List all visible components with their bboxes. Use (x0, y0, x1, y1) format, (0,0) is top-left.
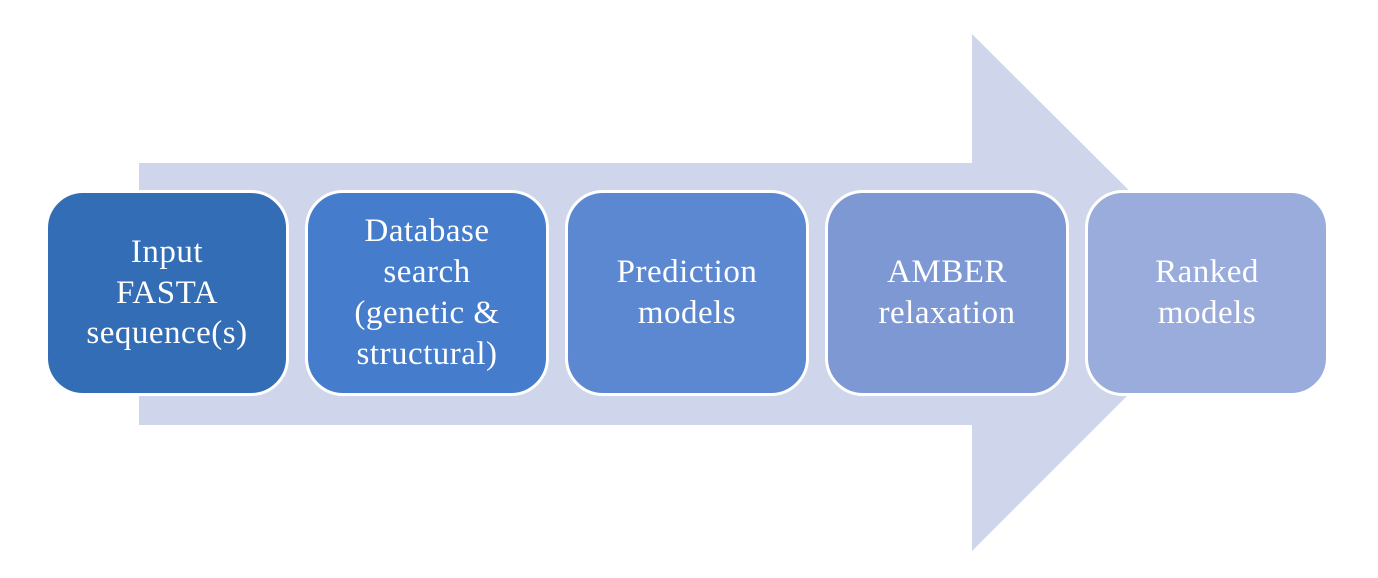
step-box-input-fasta-sequence: Input FASTA sequence(s) (45, 190, 289, 396)
step-label: Ranked models (1155, 254, 1259, 331)
step-label: Prediction models (616, 254, 758, 331)
step-label: Input FASTA sequence(s) (86, 233, 248, 352)
step-box-ranked-models: Ranked models (1085, 190, 1329, 396)
step-box-prediction-models: Prediction models (565, 190, 809, 396)
step-box-database-search: Database search (genetic & structural) (305, 190, 549, 396)
step-label: Database search (genetic & structural) (354, 213, 500, 372)
step-label: AMBER relaxation (878, 254, 1016, 331)
step-box-amber-relaxation: AMBER relaxation (825, 190, 1069, 396)
